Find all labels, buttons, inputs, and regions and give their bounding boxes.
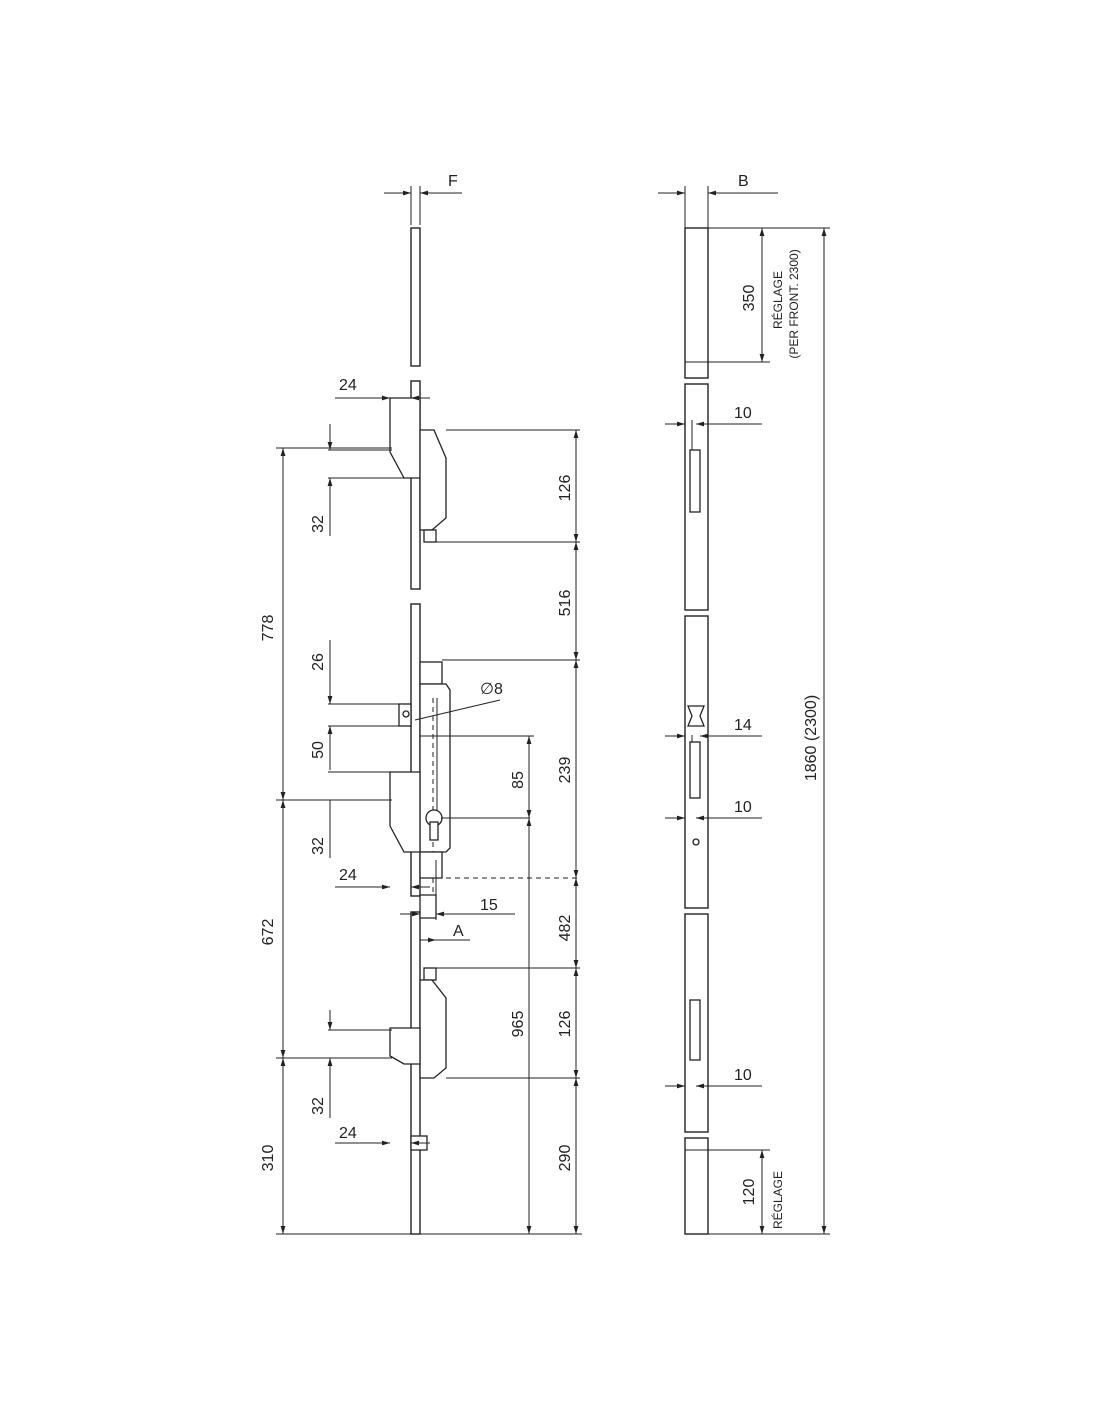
- dim-24-top: 24: [339, 377, 357, 394]
- dim-85: 85: [510, 771, 527, 789]
- reglage-top-line2: (PER FRONT. 2300): [787, 249, 801, 358]
- dim-32-mid: 32: [310, 837, 327, 855]
- dim-239: 239: [557, 757, 574, 784]
- dim-32-bottom: 32: [310, 1097, 327, 1115]
- faceplate-lower: [410, 911, 421, 1235]
- dim-126-top: 126: [557, 475, 574, 502]
- label-diameter-8: ∅8: [480, 681, 503, 698]
- label-a: A: [453, 923, 464, 940]
- dim-24-mid: 24: [339, 867, 357, 884]
- dim-10-a: 10: [734, 405, 752, 422]
- faceplate-top: [410, 227, 421, 367]
- dim-965: 965: [510, 1011, 527, 1038]
- dim-right-chain: 126 516 239 482 126 290 85 965: [420, 430, 582, 1235]
- side-slot-middle: [689, 741, 701, 799]
- side-bar-bottom: [684, 1137, 709, 1235]
- dim-10-b: 10: [734, 799, 752, 816]
- label-b: B: [738, 173, 749, 190]
- dim-f: F: [384, 173, 462, 225]
- dim-350: 350: [741, 285, 758, 312]
- dim-24-bottom: 24: [339, 1125, 357, 1142]
- label-f: F: [448, 173, 458, 190]
- dim-126-bottom: 126: [557, 1011, 574, 1038]
- dim-120: 120: [741, 1179, 758, 1206]
- dim-32-top: 32: [310, 515, 327, 533]
- dim-overall: 1860 (2300): [803, 695, 820, 781]
- dim-778: 778: [260, 615, 277, 642]
- main-lock-body: [389, 659, 580, 919]
- reglage-top-line1: RÉGLAGE: [770, 271, 785, 329]
- diameter-value: 8: [494, 681, 503, 698]
- dim-310: 310: [260, 1145, 277, 1172]
- dim-10-c: 10: [734, 1067, 752, 1084]
- side-slot-lower: [689, 999, 701, 1061]
- dim-290: 290: [557, 1145, 574, 1172]
- dim-516: 516: [557, 590, 574, 617]
- dim-b: B: [658, 173, 778, 228]
- side-view: B 350 RÉGLAGE (PER FRONT. 2300) 10: [658, 173, 830, 1235]
- side-latch: [687, 705, 705, 727]
- dim-15: 15: [480, 897, 498, 914]
- upper-hook-bolt: [389, 397, 580, 543]
- lower-hook-bolt: [389, 967, 580, 1151]
- dim-14: 14: [734, 717, 752, 734]
- dim-left-chain: 778 672 310: [260, 447, 411, 1235]
- front-view: F: [260, 173, 582, 1235]
- dim-672: 672: [260, 919, 277, 946]
- dim-482: 482: [557, 915, 574, 942]
- side-hole: [692, 838, 700, 846]
- reglage-bottom: RÉGLAGE: [770, 1171, 785, 1229]
- side-bar-top: [684, 227, 709, 379]
- dim-50: 50: [310, 741, 327, 759]
- side-slot-upper: [689, 449, 701, 513]
- dim-26: 26: [310, 653, 327, 671]
- dim-inner-left: 24 32 26 50 32 24: [310, 377, 515, 1146]
